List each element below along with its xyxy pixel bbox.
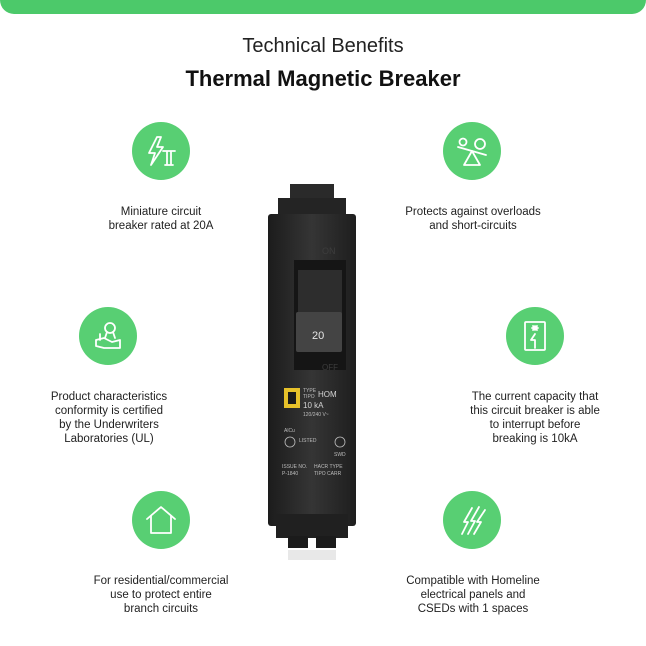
svg-text:LISTED: LISTED <box>299 438 317 444</box>
feature-icon-circle <box>132 491 190 549</box>
house-icon <box>146 506 176 534</box>
feature-icon-circle <box>443 491 501 549</box>
interrupt-switch-icon <box>524 321 546 351</box>
svg-text:HOM: HOM <box>318 390 337 399</box>
svg-text:SWD: SWD <box>334 452 346 458</box>
svg-text:10 kA: 10 kA <box>303 401 324 410</box>
feature-caption: Compatible with Homeline electrical pane… <box>406 575 540 615</box>
feature-caption: Protects against overloads and short-cir… <box>405 206 541 232</box>
svg-text:HACR TYPE: HACR TYPE <box>314 464 343 470</box>
feature-icon-circle <box>506 307 564 365</box>
svg-text:TIPO CARR: TIPO CARR <box>314 471 342 477</box>
circuit-breaker-image: ON 20 OFF TYPE TIPO HOM 10 kA 120/240 V~… <box>268 184 356 560</box>
amp-rating-label: 20 <box>312 330 324 342</box>
off-label: OFF <box>322 363 338 372</box>
top-accent-bar <box>0 0 646 14</box>
seesaw-balance-icon <box>457 137 487 166</box>
feature-icon-circle <box>443 122 501 180</box>
lightning-tower-icon <box>148 136 176 166</box>
svg-text:TYPE: TYPE <box>303 388 317 394</box>
feature-icon-circle <box>79 307 137 365</box>
page-subtitle: Technical Benefits <box>242 35 404 57</box>
svg-text:120/240 V~: 120/240 V~ <box>303 412 329 418</box>
feature-icon-circle <box>132 122 190 180</box>
lightning-bolts-icon <box>461 506 486 535</box>
feature-caption: For residential/commercial use to protec… <box>93 575 229 615</box>
svg-text:TIPO: TIPO <box>303 394 315 400</box>
on-label: ON <box>322 246 336 256</box>
svg-text:ISSUE NO.: ISSUE NO. <box>282 464 307 470</box>
certified-hand-icon <box>95 322 121 349</box>
feature-caption: Miniature circuit breaker rated at 20A <box>108 206 214 232</box>
feature-caption: The current capacity that this circuit b… <box>470 391 600 445</box>
feature-caption: Product characteristics conformity is ce… <box>50 391 168 445</box>
svg-text:P-1840: P-1840 <box>282 471 298 477</box>
svg-text:AlCu: AlCu <box>284 428 295 434</box>
page-title: Thermal Magnetic Breaker <box>185 66 461 91</box>
